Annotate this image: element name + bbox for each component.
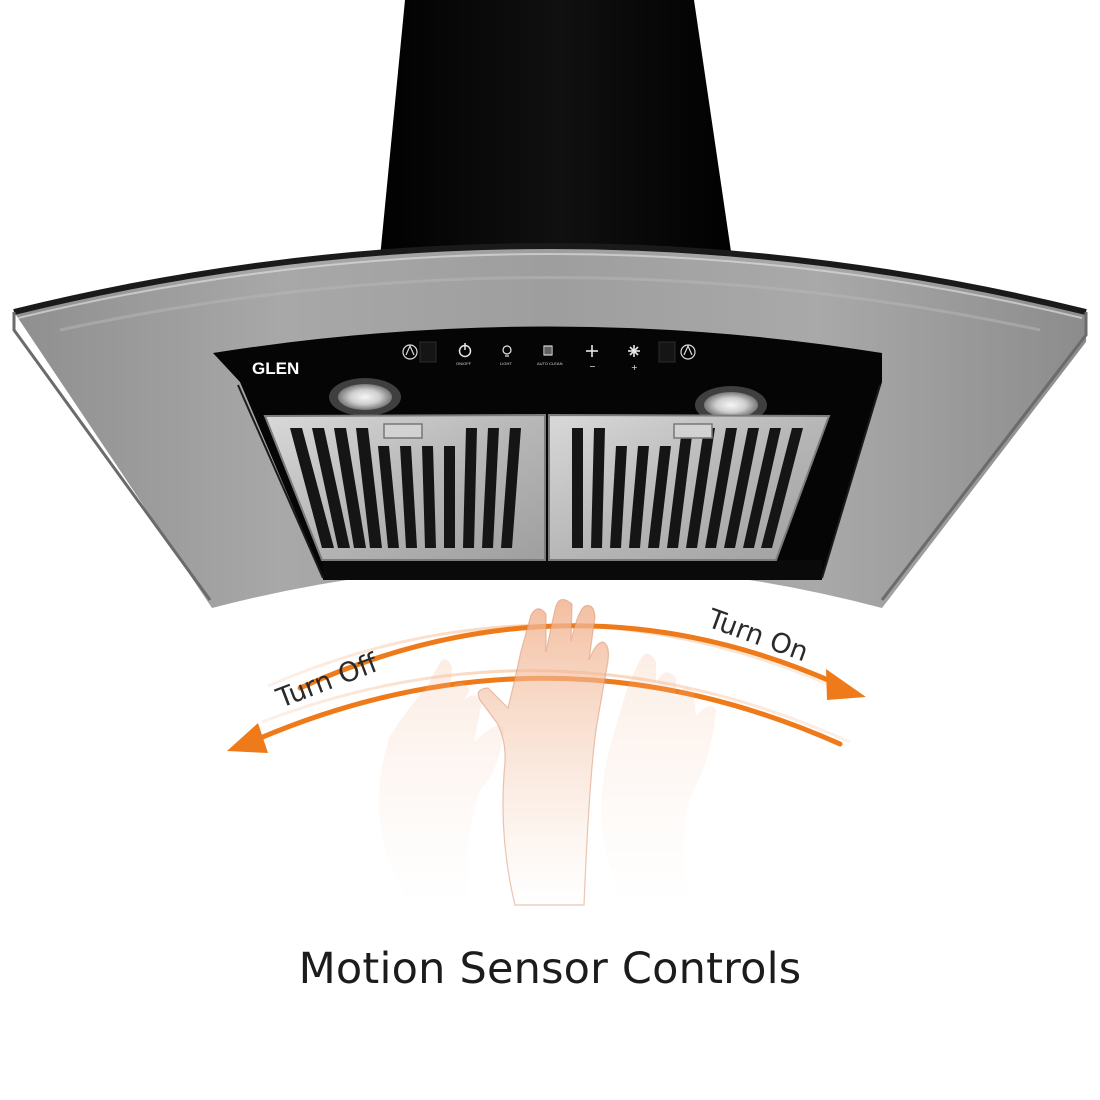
speed-plus-sign: + (631, 363, 638, 372)
center-hand (477, 598, 610, 906)
hand-sensor-right-icon[interactable] (680, 344, 696, 360)
power-button[interactable]: ON/OFF (456, 343, 472, 366)
turn-off-label: Turn Off (271, 647, 383, 715)
auto-clean-button[interactable]: AUTO CLEAN (537, 345, 563, 366)
light-button[interactable]: LIGHT (500, 345, 512, 366)
speed-minus-sign: − (589, 362, 596, 371)
left-sensor-window (419, 341, 437, 363)
fan-high-icon (628, 345, 640, 357)
fan-speed-down-button[interactable]: − (586, 345, 598, 371)
auto-clean-label: AUTO CLEAN (537, 361, 563, 366)
fan-speed-up-button[interactable]: + (628, 345, 640, 372)
control-panel: ON/OFF LIGHT AUTO CLEAN − (402, 341, 696, 372)
ghost-hand-right (601, 653, 716, 905)
brand-logo: GLEN (252, 359, 299, 378)
right-baffle-filter (548, 413, 831, 561)
left-lamp (329, 378, 401, 416)
left-baffle-filter (263, 413, 546, 561)
ghost-hand-left (378, 659, 504, 905)
right-sensor-window (658, 341, 676, 363)
hand-sensor-left-icon[interactable] (402, 344, 418, 360)
motion-sensor-caption: Motion Sensor Controls (298, 944, 802, 994)
light-bulb-icon (502, 345, 512, 355)
fan-low-icon (586, 345, 598, 357)
power-label: ON/OFF (456, 361, 472, 366)
light-label: LIGHT (500, 361, 512, 366)
right-lamp (695, 386, 767, 424)
